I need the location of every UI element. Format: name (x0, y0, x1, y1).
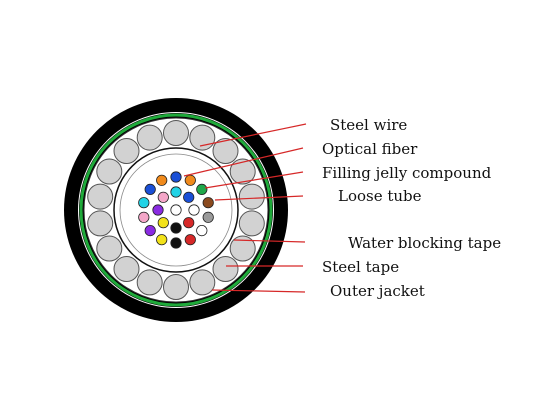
optical-fiber (144, 183, 156, 195)
optical-fibers (138, 171, 214, 249)
steel-wire (238, 210, 265, 237)
leader-line (183, 147, 304, 177)
optical-fiber (196, 183, 208, 195)
optical-fiber (138, 197, 150, 209)
label-optical-fiber: Optical fiber (322, 140, 418, 158)
steel-wire (113, 138, 140, 164)
steel-wire (163, 274, 189, 300)
optical-fiber (170, 237, 182, 249)
steel-wire (212, 138, 239, 164)
label-water-blocking-tape: Water blocking tape (348, 234, 501, 252)
steel-wire (229, 158, 256, 185)
label-loose-tube: Loose tube (338, 187, 422, 205)
steel-wire (238, 183, 265, 210)
steel-wire (163, 120, 189, 146)
steel-wire (87, 183, 114, 210)
steel-wire (136, 269, 163, 296)
optical-fiber (183, 217, 195, 229)
optical-fiber (144, 225, 156, 237)
optical-fiber (170, 171, 182, 183)
cable-cross-section (64, 98, 288, 322)
leader-line (199, 123, 307, 147)
label-steel-tape: Steel tape (322, 258, 399, 276)
label-filling-jelly-compound: Filling jelly compound (322, 164, 492, 182)
steel-wire (212, 256, 239, 282)
optical-fiber (188, 204, 200, 216)
water-blocking-tape-ring (79, 113, 273, 307)
optical-fiber (156, 174, 168, 186)
leader-line (211, 289, 306, 293)
steel-wire (113, 256, 140, 282)
leader-line (204, 171, 304, 189)
optical-fiber (157, 217, 169, 229)
optical-fiber (170, 222, 182, 234)
label-outer-jacket: Outer jacket (330, 282, 425, 300)
leader-line (233, 239, 306, 243)
optical-fiber (202, 211, 214, 223)
optical-fiber (184, 234, 196, 246)
optical-fiber (152, 204, 164, 216)
optical-fiber (138, 211, 150, 223)
steel-wire (229, 235, 256, 262)
steel-wire (136, 124, 163, 151)
steel-wire (96, 158, 123, 185)
optical-fiber (170, 186, 182, 198)
optical-fiber (183, 191, 195, 203)
optical-fiber (196, 225, 208, 237)
leader-lines (183, 123, 307, 293)
steel-wire (96, 235, 123, 262)
steel-wire (189, 124, 216, 151)
optical-fiber (156, 234, 168, 246)
steel-wire (87, 210, 114, 237)
label-steel-wire: Steel wire (330, 116, 407, 134)
steel-wire (189, 269, 216, 296)
optical-fiber (202, 197, 214, 209)
leader-line (214, 195, 304, 201)
optical-fiber (157, 191, 169, 203)
optical-fiber (184, 174, 196, 186)
optical-fiber (170, 204, 182, 216)
filling-jelly-boundary (119, 153, 233, 267)
